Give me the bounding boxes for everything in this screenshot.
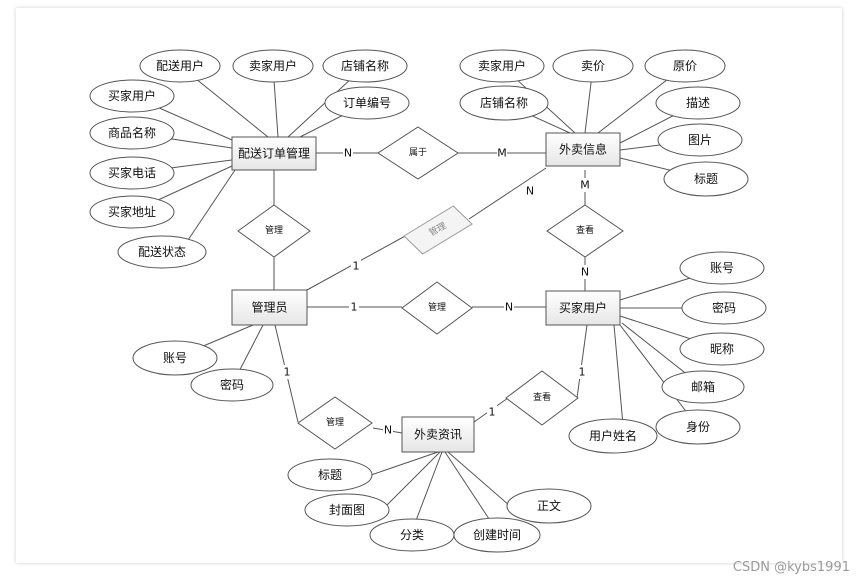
attribute-label: 标题 xyxy=(318,468,342,482)
attribute-takeout-info-1: 卖价 xyxy=(552,49,634,83)
attribute-label: 买家用户 xyxy=(108,88,156,103)
attribute-label: 配送用户 xyxy=(156,58,204,73)
cardinality-label-buyer-news: 1 xyxy=(579,366,586,379)
attribute-takeout-news-2: 分类 xyxy=(369,518,455,552)
attribute-delivery-order-7: 买家地址 xyxy=(89,195,175,229)
entity-admin xyxy=(231,289,308,326)
attribute-takeout-info-5: 图片 xyxy=(657,123,743,157)
entity-label-delivery-order: 配送订单管理 xyxy=(238,146,310,161)
cardinality-label-buyer-admin: N xyxy=(505,301,513,314)
cardinality-label-order-belongs: N xyxy=(344,147,352,160)
entity-label-admin: 管理员 xyxy=(251,300,287,315)
watermark-text: CSDN @kybs1991 xyxy=(732,560,850,575)
attribute-label: 正文 xyxy=(537,498,561,513)
attribute-buyer-0: 账号 xyxy=(679,251,765,285)
attribute-delivery-order-6: 买家电话 xyxy=(89,156,175,190)
attribute-takeout-news-3: 创建时间 xyxy=(453,517,541,553)
attribute-label: 原价 xyxy=(673,59,697,73)
relationship-label-manage-order: 管理 xyxy=(265,224,283,236)
attribute-label: 账号 xyxy=(710,261,734,275)
attribute-label: 买家地址 xyxy=(108,204,156,219)
attribute-label: 图片 xyxy=(688,133,712,147)
attribute-delivery-order-1: 卖家用户 xyxy=(232,49,314,83)
attribute-label: 身份 xyxy=(686,419,710,434)
attribute-delivery-order-8: 配送状态 xyxy=(117,235,207,269)
entity-label-takeout-news: 外卖资讯 xyxy=(414,428,462,442)
attribute-label: 账号 xyxy=(163,351,187,365)
attribute-buyer-5: 用户姓名 xyxy=(568,418,658,454)
relationship-belongs: 属于 xyxy=(377,126,459,180)
attribute-buyer-4: 身份 xyxy=(655,409,741,445)
attribute-takeout-info-0: 卖家用户 xyxy=(459,49,545,83)
attribute-takeout-info-4: 描述 xyxy=(655,86,741,120)
cardinality-label-news-admin: N xyxy=(384,424,392,437)
attribute-label: 描述 xyxy=(686,96,710,110)
attribute-label: 邮箱 xyxy=(691,379,715,394)
cardinality-label-admin-news: 1 xyxy=(284,366,291,379)
attribute-label: 密码 xyxy=(220,377,244,392)
attribute-label: 卖家用户 xyxy=(478,58,526,73)
relationship-manage-order: 管理 xyxy=(237,204,311,258)
attribute-takeout-info-2: 原价 xyxy=(644,49,726,83)
attribute-delivery-order-5: 商品名称 xyxy=(89,116,175,150)
attribute-takeout-news-4: 正文 xyxy=(506,488,592,524)
relationship-label-manage-buyer: 管理 xyxy=(428,301,446,313)
relationship-label-manage-news: 管理 xyxy=(326,416,344,428)
attribute-label: 卖家用户 xyxy=(249,58,297,73)
attribute-delivery-order-2: 店铺名称 xyxy=(322,49,408,83)
attribute-takeout-news-1: 封面图 xyxy=(304,493,390,527)
attribute-label: 配送状态 xyxy=(138,244,186,259)
attribute-delivery-order-0: 配送用户 xyxy=(139,49,221,83)
entity-takeout-info xyxy=(545,132,621,167)
attribute-label: 创建时间 xyxy=(473,528,521,542)
attribute-label: 标题 xyxy=(694,172,718,186)
attribute-takeout-info-6: 标题 xyxy=(663,161,749,197)
attribute-label: 商品名称 xyxy=(108,125,156,140)
entity-label-takeout-info: 外卖信息 xyxy=(559,142,607,157)
entity-label-buyer: 买家用户 xyxy=(559,300,607,315)
cardinality-label-admin-info: 1 xyxy=(353,260,360,273)
attribute-label: 分类 xyxy=(400,528,424,542)
attribute-label: 订单编号 xyxy=(343,95,391,110)
relationship-view-info: 查看 xyxy=(546,204,624,258)
attribute-buyer-2: 昵称 xyxy=(679,332,765,366)
relationship-label-view-news: 查看 xyxy=(533,391,551,403)
entity-buyer xyxy=(545,290,621,326)
attribute-delivery-order-4: 买家用户 xyxy=(89,79,175,113)
attribute-label: 密码 xyxy=(712,300,736,315)
attribute-buyer-3: 邮箱 xyxy=(661,370,745,404)
relationship-label-belongs: 属于 xyxy=(409,147,427,158)
cardinality-label-admin-buyer: 1 xyxy=(351,301,358,314)
attribute-label: 店铺名称 xyxy=(480,95,528,110)
attribute-admin-1: 密码 xyxy=(190,368,274,402)
relationship-view-news: 查看 xyxy=(505,370,579,426)
attribute-label: 用户姓名 xyxy=(589,428,637,443)
attribute-buyer-1: 密码 xyxy=(681,291,767,325)
cardinality-label-info-view: M xyxy=(580,179,590,192)
attribute-takeout-info-3: 店铺名称 xyxy=(459,85,549,121)
relationship-manage-news: 管理 xyxy=(297,396,373,450)
relationship-manage-info: 管理 xyxy=(403,205,473,255)
entity-takeout-news xyxy=(401,416,475,453)
attribute-label: 店铺名称 xyxy=(341,58,389,73)
attribute-delivery-order-3: 订单编号 xyxy=(324,86,410,120)
attribute-admin-0: 账号 xyxy=(132,340,218,376)
cardinality-label-info-belongs: M xyxy=(497,147,507,160)
attribute-takeout-news-0: 标题 xyxy=(287,458,373,492)
attribute-label: 买家电话 xyxy=(108,165,156,180)
relationship-label-view-info: 查看 xyxy=(576,224,594,236)
attribute-label: 卖价 xyxy=(581,59,605,73)
attribute-label: 昵称 xyxy=(710,342,734,356)
relationship-manage-buyer: 管理 xyxy=(401,281,473,335)
cardinality-label-news-view: 1 xyxy=(489,406,496,419)
cardinality-label-buyer-view: N xyxy=(581,266,589,279)
attribute-label: 封面图 xyxy=(329,503,365,517)
cardinality-label-info-admin: N xyxy=(526,185,534,198)
entity-delivery-order xyxy=(231,136,317,171)
